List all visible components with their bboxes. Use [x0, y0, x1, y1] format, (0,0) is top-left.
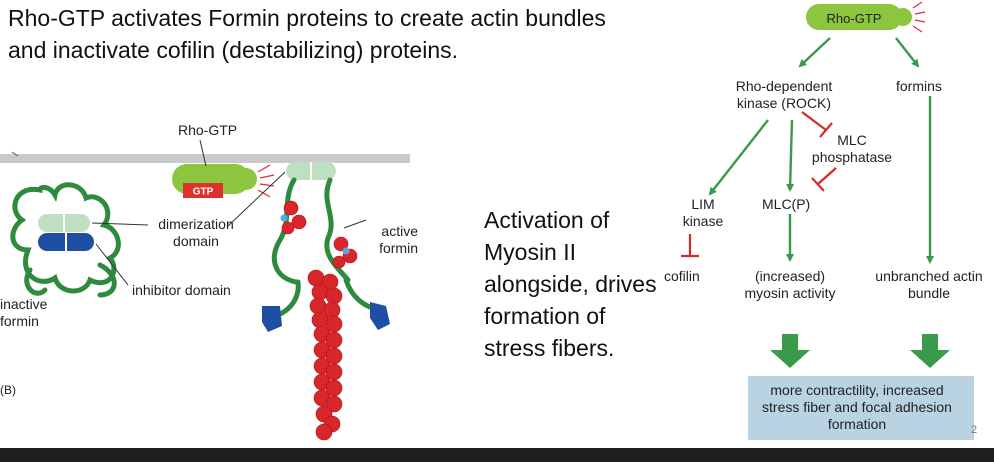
left-fh1-cap [262, 306, 282, 332]
arrow-rho-formins [895, 37, 920, 68]
rho-gtp-shape: GTP [172, 164, 257, 198]
actin-bundle-label: unbranched actin bundle [875, 268, 983, 301]
outcome-label: more contractility, increased stress fib… [762, 382, 952, 432]
cofilin-label: cofilin [664, 268, 700, 284]
inhibitor-domain-label: inhibitor domain [132, 282, 231, 298]
arrow-rho-rock [798, 37, 831, 68]
dimerization-domain-label: dimerization domain [158, 216, 234, 249]
panel-label: (B) [0, 383, 16, 397]
dimerization-leader [91, 222, 149, 226]
burst-icon [257, 164, 275, 198]
mlc-phosphatase-label: MLC phosphatase [811, 132, 893, 165]
plasma-membrane [0, 154, 410, 163]
active-formin-leader [343, 219, 367, 229]
slide-heading: Rho-GTP activates Formin proteins to cre… [8, 5, 606, 63]
myosin-activity-label: (increased) myosin activity [744, 268, 836, 301]
bottom-bar [0, 448, 994, 462]
formins-label: formins [896, 78, 942, 94]
outcome-box [748, 376, 974, 440]
active-dimer-leader [227, 171, 286, 227]
inactive-formin-label: inactive formin [0, 296, 48, 329]
profilin-dots [280, 214, 350, 255]
rho-pathway-diagram [681, 1, 974, 440]
right-fh1-cap [370, 302, 390, 330]
arrow-rock-lim [708, 119, 769, 196]
inhibitor-leader [95, 243, 129, 286]
page-number: 2 [971, 424, 978, 436]
inactive-formin-shape [10, 182, 121, 298]
big-arrow-actin [910, 334, 950, 368]
big-arrow-myosin [770, 334, 810, 368]
actin-filament [281, 200, 358, 441]
membrane-tick [11, 151, 19, 157]
rho-gtp-node [806, 4, 902, 30]
lim-kinase-label: LIM kinase [682, 196, 724, 229]
mlcp-label: MLC(P) [762, 196, 811, 212]
arrow-rock-mlcp [786, 119, 795, 192]
formin-activation-diagram: GTP [0, 139, 410, 441]
inhibit-rock-phosphatase [801, 111, 827, 131]
rock-label: Rho-dependent kinase (ROCK) [735, 78, 833, 111]
burst-icon [912, 1, 926, 33]
pathway-rho-gtp-label: Rho-GTP [826, 11, 882, 26]
rho-gtp-label: Rho-GTP [178, 122, 238, 138]
active-formin-label: active formin [379, 223, 418, 256]
inhibit-phosphatase-mlcp [817, 167, 837, 185]
gtp-badge: GTP [193, 187, 214, 198]
rho-gtp-leader [199, 139, 207, 167]
myosin-note: Activation of Myosin II alongside, drive… [484, 207, 657, 361]
